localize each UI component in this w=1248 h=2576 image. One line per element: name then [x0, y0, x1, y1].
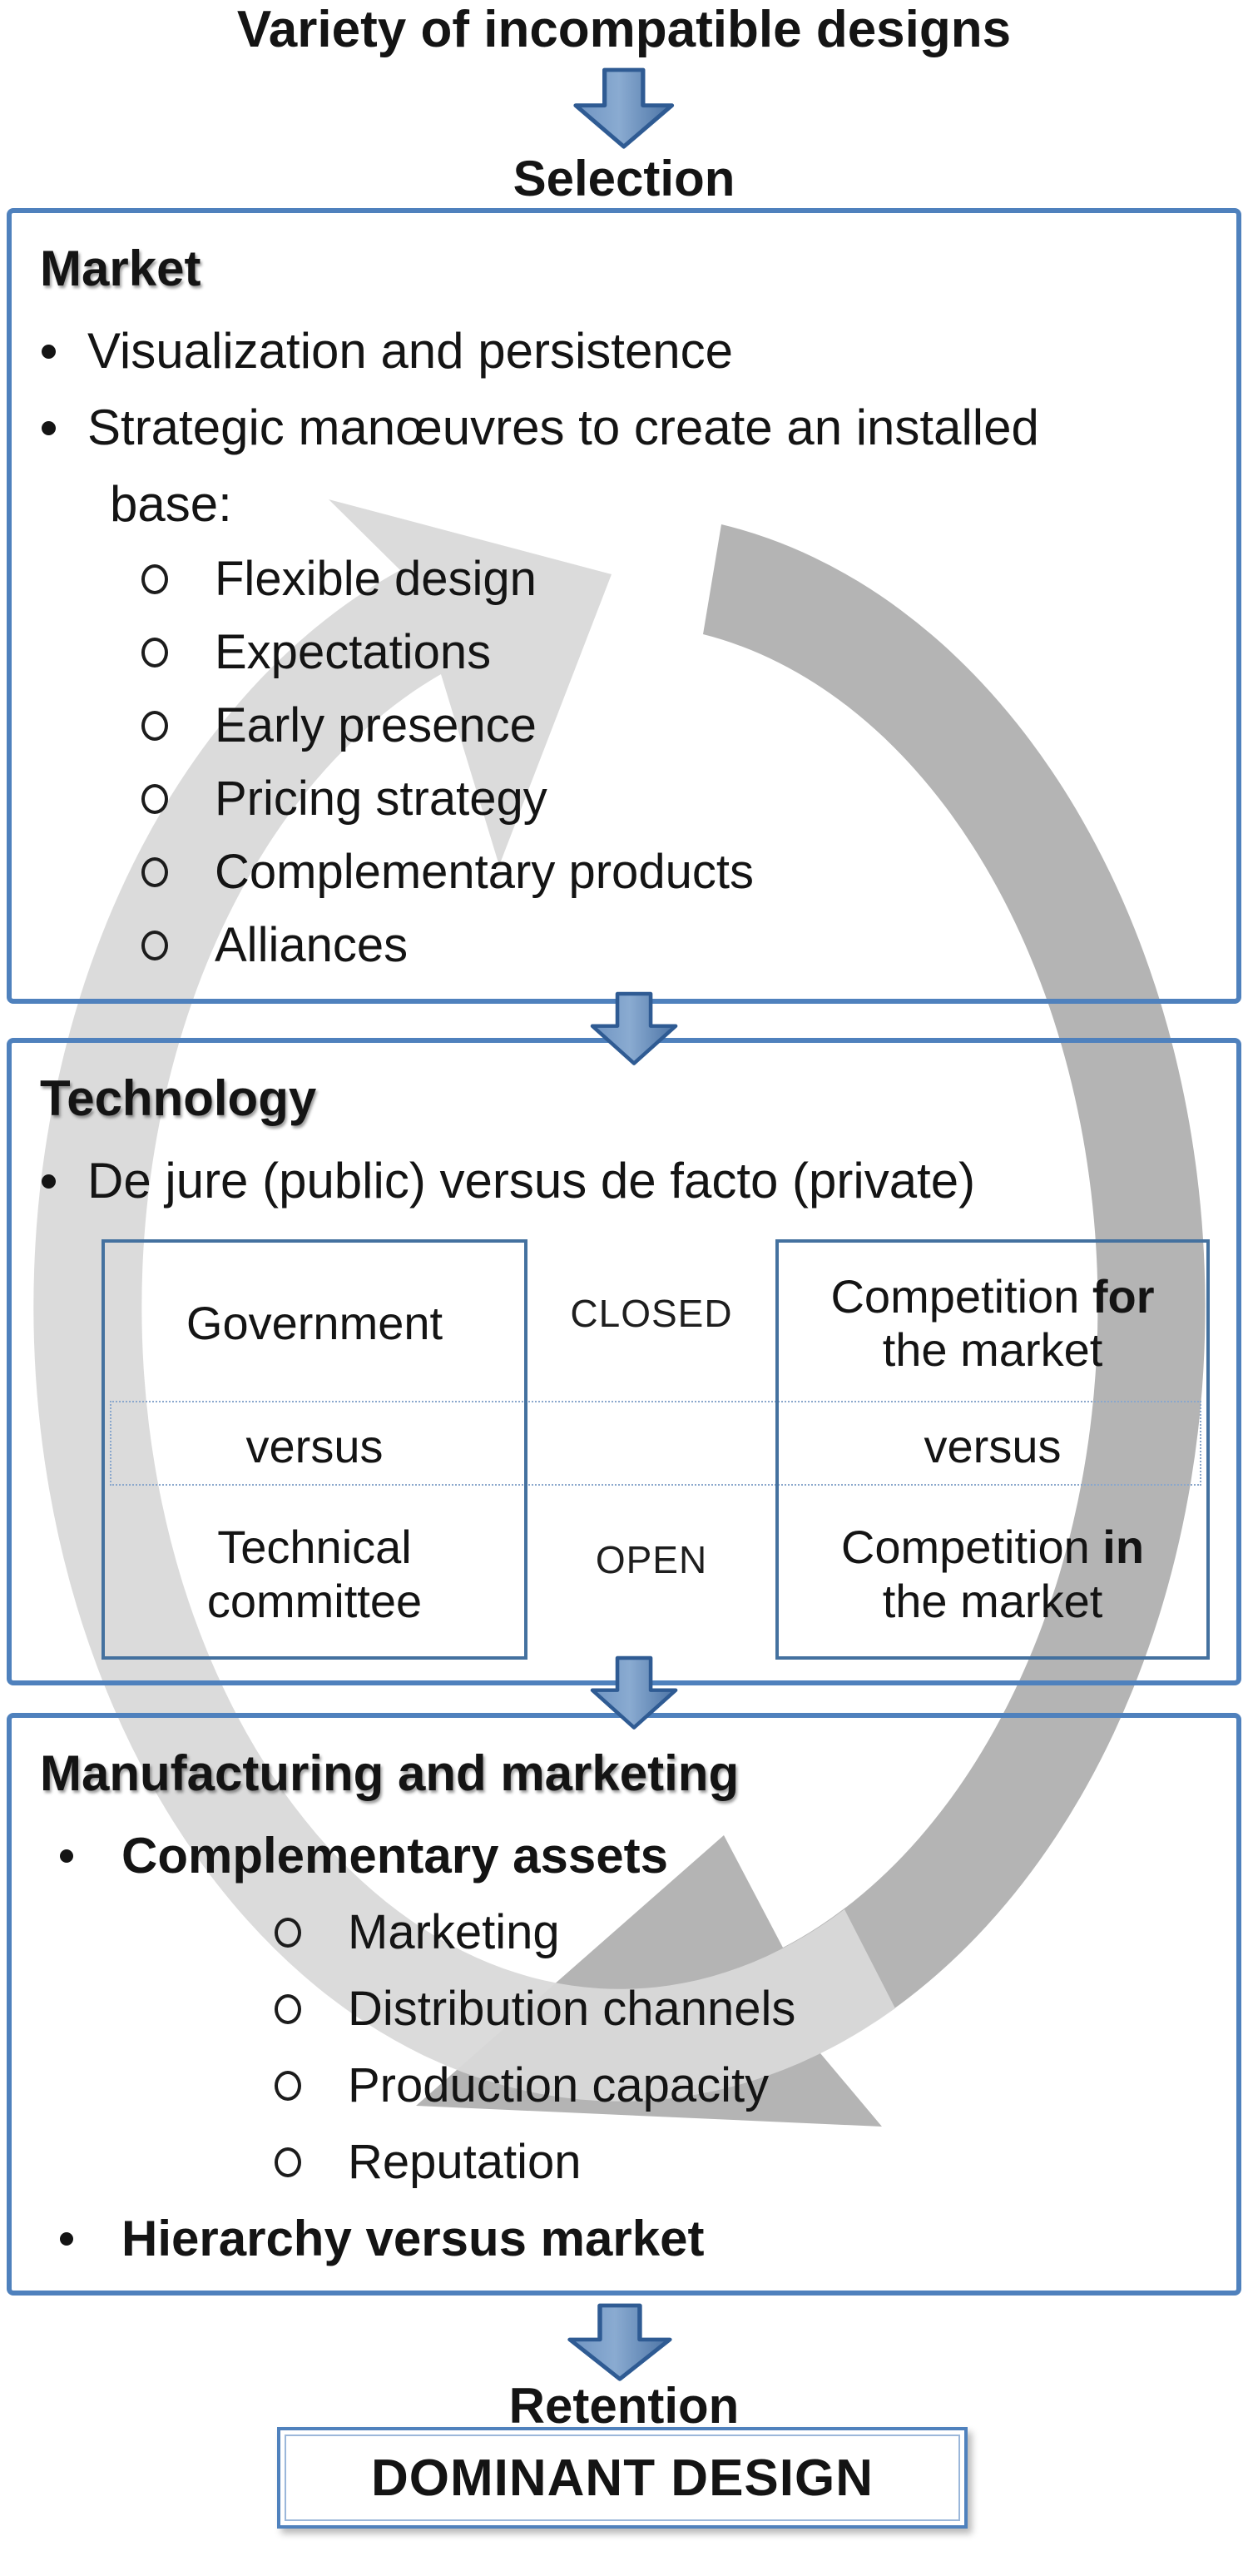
market-subitem-alliances: Alliances [40, 909, 1213, 982]
manufacturing-subitem-production-capacity: Production capacity [40, 2047, 1213, 2124]
market-subitem-label: Flexible design [215, 552, 537, 607]
bullet-dot-icon [42, 1174, 56, 1189]
circle-bullet-icon [275, 1994, 301, 2024]
bullet-dot-icon [42, 420, 56, 435]
cycle-arrow-light [33, 499, 895, 2102]
manufacturing-bullet-label: Hierarchy versus market [121, 2211, 705, 2266]
technology-bullet-label: De jure (public) versus de facto (privat… [87, 1153, 976, 1209]
circle-bullet-icon [141, 857, 168, 887]
cell-versus-right: versus [924, 1419, 1062, 1472]
cell-technical-committee: Technical committee [105, 1489, 524, 1660]
market-bullet-strategic-cont: base: [40, 466, 1213, 543]
selection-label: Selection [513, 151, 735, 206]
cell-bold-word: for [1092, 1269, 1155, 1323]
cell-text: Competition [840, 1521, 1103, 1574]
market-subitem-expectations: Expectations [40, 616, 1213, 689]
market-subitem-label: Early presence [215, 698, 537, 753]
manufacturing-subitem-label: Marketing [348, 1905, 560, 1960]
manufacturing-subitem-distribution-channels: Distribution channels [40, 1971, 1213, 2047]
cell-line: Technical [217, 1521, 412, 1574]
cell-line: Competition for [830, 1270, 1154, 1323]
table-cell-competition: Competition for the market versus Compet… [775, 1239, 1210, 1660]
market-subitem-label: Alliances [215, 918, 409, 973]
manufacturing-subitem-marketing: Marketing [40, 1894, 1213, 1971]
cell-competition-in: Competition in the market [779, 1489, 1206, 1660]
market-subitem-label: Complementary products [215, 845, 754, 900]
table-cell-governance: Government versus Technical committee [102, 1239, 527, 1660]
market-title: Market [40, 241, 201, 296]
market-bullet-visualization: Visualization and persistence [40, 313, 1213, 390]
circle-bullet-icon [275, 2147, 301, 2177]
open-label: OPEN [595, 1538, 708, 1581]
manufacturing-subitem-label: Reputation [348, 2135, 582, 2190]
market-subitem-flexible-design: Flexible design [40, 543, 1213, 616]
cycle-arrow-dark [416, 524, 1206, 2127]
circle-bullet-icon [141, 564, 168, 594]
cell-text: Competition [830, 1269, 1092, 1323]
market-subitem-early-presence: Early presence [40, 689, 1213, 762]
cell-bold-word: in [1102, 1521, 1145, 1574]
market-bullet-strategic: Strategic manœuvres to create an install… [40, 390, 1213, 466]
technology-bullet-dejure: De jure (public) versus de facto (privat… [40, 1143, 1213, 1219]
market-subitem-complementary-products: Complementary products [40, 836, 1213, 909]
manufacturing-bullet-complementary-assets: Complementary assets [40, 1818, 1213, 1894]
circle-bullet-icon [275, 1918, 301, 1948]
bullet-dot-icon [42, 344, 56, 359]
manufacturing-bullet-label: Complementary assets [121, 1828, 668, 1884]
circle-bullet-icon [141, 638, 168, 668]
manufacturing-box: Manufacturing and marketing Complementar… [7, 1713, 1241, 2296]
market-bullet-label: Strategic manœuvres to create an install… [87, 400, 1039, 455]
circle-bullet-icon [141, 711, 168, 741]
manufacturing-bullet-hierarchy: Hierarchy versus market [40, 2201, 1213, 2277]
versus-dotted-band [110, 1401, 1201, 1486]
cell-line: Competition in [841, 1521, 1144, 1574]
dominant-design-box: DOMINANT DESIGN [277, 2427, 968, 2529]
market-box: Market Visualization and persistence Str… [7, 208, 1241, 1004]
cell-competition-for: Competition for the market [779, 1243, 1206, 1404]
closed-label: CLOSED [570, 1292, 733, 1335]
cell-versus-left: versus [245, 1419, 384, 1472]
manufacturing-subitem-label: Distribution channels [348, 1982, 796, 2037]
standards-comparison-table: Government versus Technical committee CL… [40, 1239, 1213, 1660]
technology-title: Technology [40, 1070, 317, 1126]
market-subitem-label: Pricing strategy [215, 772, 547, 826]
manufacturing-subitem-reputation: Reputation [40, 2124, 1213, 2201]
variation-title: Variety of incompatible designs [236, 1, 1012, 58]
market-bullet-label: base: [110, 476, 232, 532]
cell-line: committee [206, 1574, 423, 1627]
circle-bullet-icon [275, 2071, 301, 2101]
dominant-design-label: DOMINANT DESIGN [371, 2449, 874, 2507]
manufacturing-subitem-label: Production capacity [348, 2058, 770, 2113]
cell-line: the market [882, 1574, 1103, 1627]
market-bullet-label: Visualization and persistence [87, 323, 734, 379]
cell-government: Government [186, 1296, 443, 1349]
cell-line: the market [882, 1323, 1103, 1376]
bullet-dot-icon [60, 2232, 73, 2246]
market-subitem-pricing-strategy: Pricing strategy [40, 762, 1213, 836]
retention-label: Retention [508, 2378, 740, 2434]
circle-bullet-icon [141, 931, 168, 960]
market-subitem-label: Expectations [215, 625, 492, 680]
bullet-dot-icon [60, 1849, 73, 1863]
technology-box: Technology De jure (public) versus de fa… [7, 1038, 1241, 1685]
manufacturing-title: Manufacturing and marketing [40, 1745, 740, 1801]
circle-bullet-icon [141, 784, 168, 814]
